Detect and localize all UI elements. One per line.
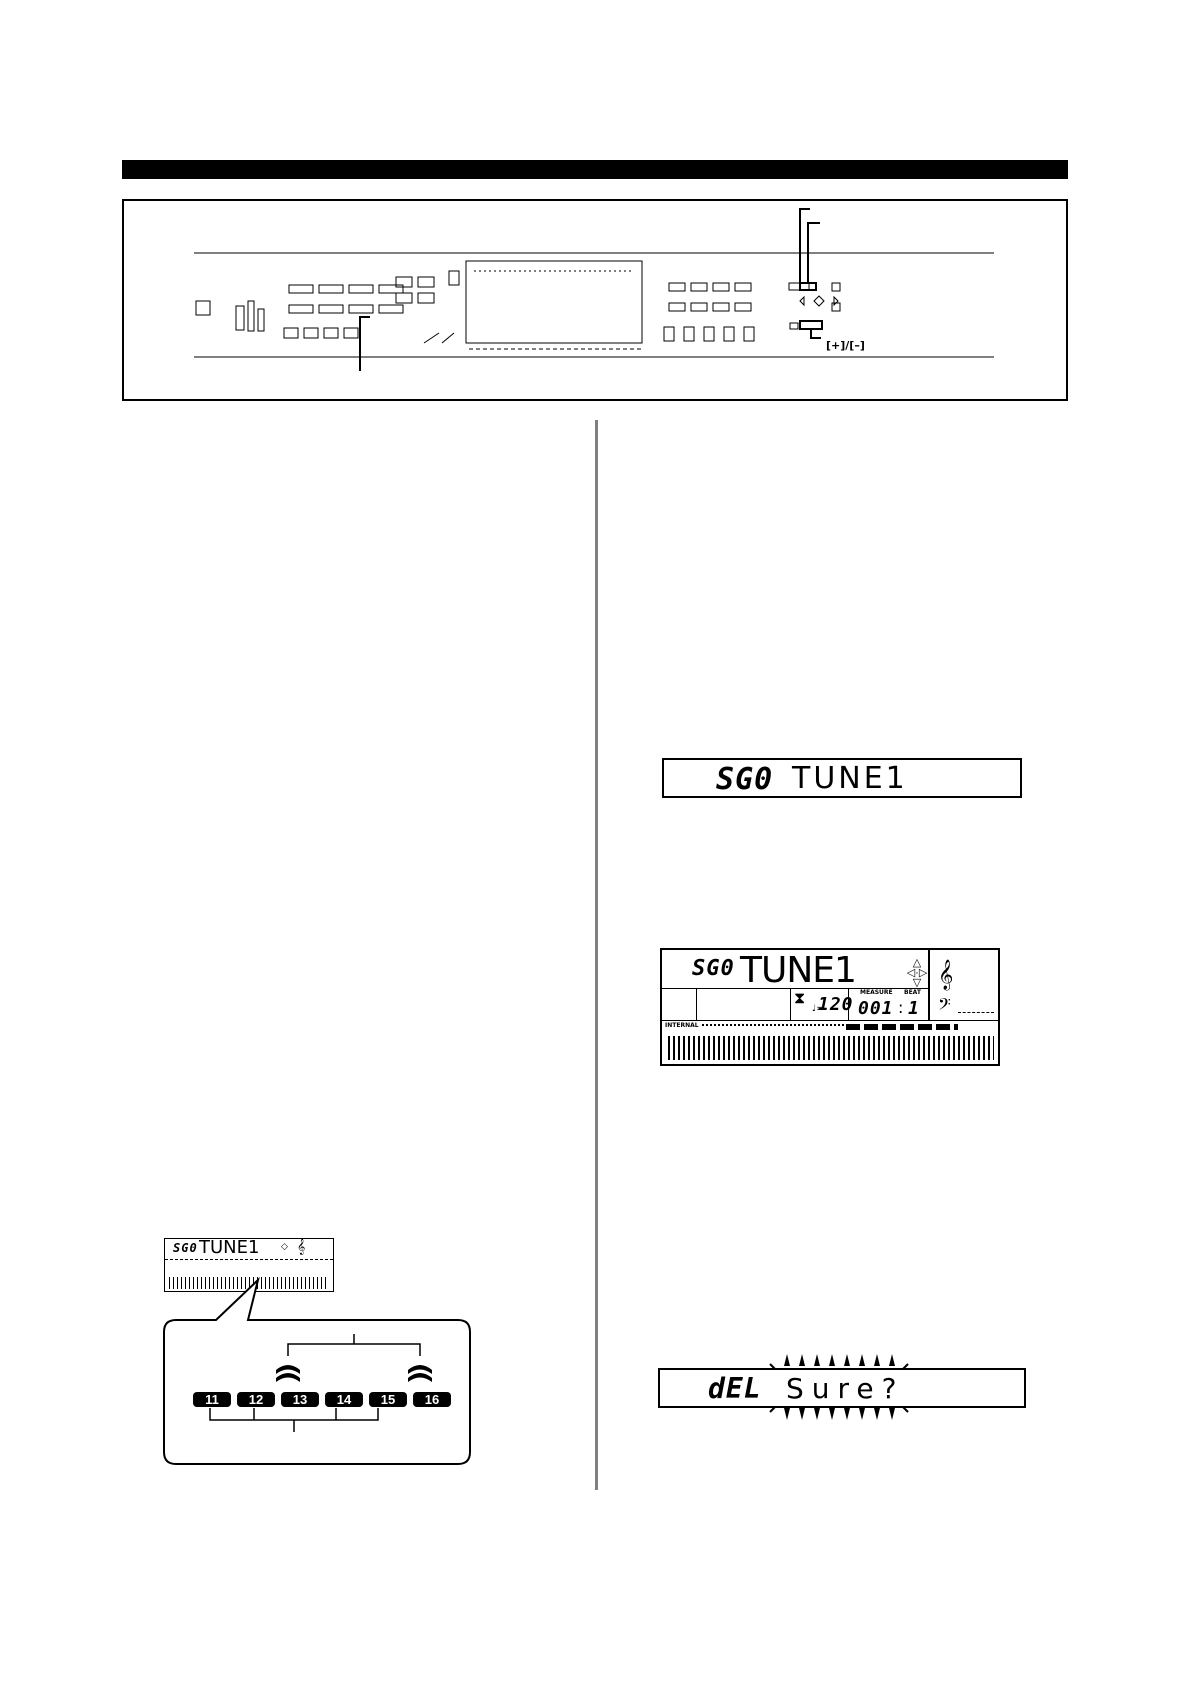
keyboard-panel-drawing bbox=[194, 208, 994, 371]
lcd2-divider-row bbox=[662, 988, 928, 989]
mini-lcd-name: TUNE1 bbox=[199, 1237, 260, 1258]
mini-lcd-keyboard bbox=[169, 1277, 329, 1289]
channel-badge-16: 16 bbox=[413, 1392, 451, 1407]
channel-badge-13: 13 bbox=[281, 1392, 319, 1407]
measure-value: 001 bbox=[858, 998, 894, 1019]
lcd-display-song-name: SG0 TUNE1 bbox=[662, 758, 1022, 798]
channel-badge-11: 11 bbox=[193, 1392, 231, 1407]
mini-cursor-icon: ◇ bbox=[281, 1241, 288, 1251]
channel-badge-12: 12 bbox=[237, 1392, 275, 1407]
mini-treble-clef-icon: 𝄞 bbox=[297, 1239, 306, 1255]
lcd2-song-name: TUNE1 bbox=[740, 950, 857, 991]
header-bar bbox=[122, 160, 1068, 179]
tempo-prefix: ♩= bbox=[812, 1004, 824, 1014]
track-badges bbox=[846, 1024, 958, 1030]
lcd2-small-box-right bbox=[848, 988, 849, 1020]
plusminus-label: [+]/[–] bbox=[826, 339, 865, 352]
lcd-display-full: SG0 TUNE1 △◁·▷▽ 𝄞 𝄢 ⧗ ♩= 120 MEASURE BEA… bbox=[660, 948, 1000, 1066]
lcd-song-code: SG0 bbox=[716, 762, 774, 797]
metronome-icon: ⧗ bbox=[794, 990, 806, 1007]
tempo-value: 120 bbox=[818, 994, 854, 1015]
channel-badge-14: 14 bbox=[325, 1392, 363, 1407]
beat-label: BEAT bbox=[904, 989, 921, 996]
treble-clef-icon: 𝄞 bbox=[938, 960, 954, 990]
channel-badge-15: 15 bbox=[369, 1392, 407, 1407]
lcd-song-name: TUNE1 bbox=[792, 761, 908, 796]
lcd2-song-code: SG0 bbox=[692, 956, 735, 981]
staff-line bbox=[958, 1012, 994, 1013]
staff-area bbox=[928, 950, 930, 1020]
internal-label: INTERNAL bbox=[665, 1022, 699, 1029]
lcd3-delete-code: dEL bbox=[708, 1372, 762, 1405]
mini-lcd-middle-row bbox=[165, 1259, 333, 1260]
measure-label: MEASURE bbox=[860, 989, 893, 996]
bass-clef-icon: 𝄢 bbox=[938, 994, 951, 1018]
track-indicators bbox=[702, 1024, 872, 1032]
lcd3-frame: dEL Sure? bbox=[658, 1368, 1026, 1408]
callout-balloon bbox=[163, 1276, 471, 1465]
beat-value: 1 bbox=[908, 998, 920, 1019]
mini-lcd-code: SG0 bbox=[173, 1241, 198, 1255]
beat-separator: : bbox=[898, 998, 904, 1017]
lcd2-small-box-mid bbox=[790, 988, 791, 1020]
lcd2-small-box-left bbox=[696, 988, 697, 1020]
lcd3-confirm-prompt: Sure? bbox=[786, 1372, 905, 1405]
cursor-arrows-icon: △◁·▷▽ bbox=[906, 957, 928, 989]
panel-illustration: [+]/[–] bbox=[122, 199, 1068, 401]
lcd-display-delete-confirm: dEL Sure? bbox=[650, 1330, 1040, 1440]
column-divider bbox=[595, 420, 598, 1490]
lcd2-mini-keyboard bbox=[668, 1036, 994, 1060]
mini-lcd: SG0 TUNE1 ◇ 𝄞 bbox=[164, 1237, 334, 1292]
lcd2-divider-bottom bbox=[662, 1020, 998, 1021]
